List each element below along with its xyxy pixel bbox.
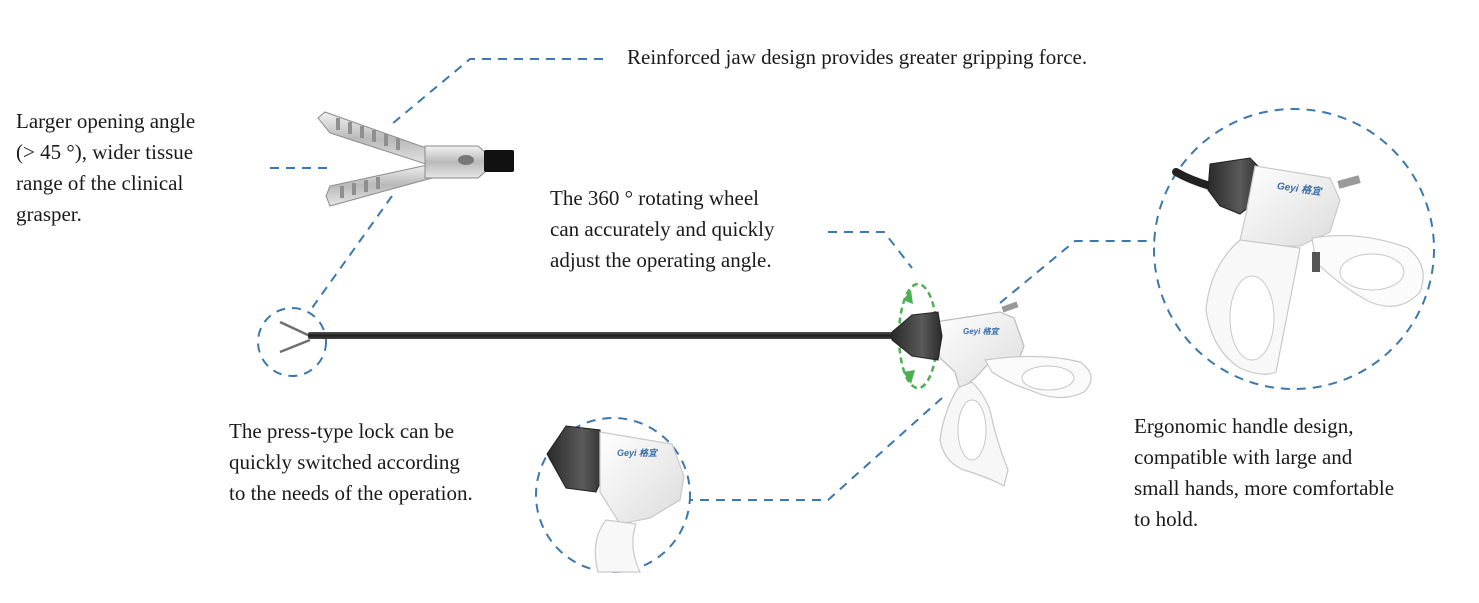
leader-jaw bbox=[391, 58, 603, 125]
tip-highlight-circle bbox=[257, 307, 327, 377]
callout-opening-angle: Larger opening angle (> 45 °), wider tis… bbox=[16, 106, 195, 230]
callout-line: to the needs of the operation. bbox=[229, 481, 473, 505]
callout-line: Reinforced jaw design provides greater g… bbox=[627, 45, 1088, 69]
callout-rotating-wheel: The 360 ° rotating wheel can accurately … bbox=[550, 183, 774, 276]
leader-lines bbox=[257, 58, 1435, 573]
callout-line: range of the clinical bbox=[16, 171, 184, 195]
callout-line: compatible with large and bbox=[1134, 445, 1353, 469]
handle-zoom-circle bbox=[1153, 108, 1435, 390]
brand-logo-main: Geyi 格宜 bbox=[963, 327, 999, 336]
callout-line: adjust the operating angle. bbox=[550, 248, 772, 272]
callout-ergonomic-handle: Ergonomic handle design, compatible with… bbox=[1134, 411, 1394, 535]
callout-line: The 360 ° rotating wheel bbox=[550, 186, 760, 210]
callout-line: Ergonomic handle design, bbox=[1134, 414, 1354, 438]
handle-zoom bbox=[1172, 157, 1424, 375]
tip-jaws bbox=[279, 320, 311, 354]
brand-logo-lock: Geyi 格宜 bbox=[617, 448, 658, 458]
shaft bbox=[308, 332, 900, 339]
callout-press-lock: The press-type lock can be quickly switc… bbox=[229, 416, 473, 509]
jaw-enlarged bbox=[317, 111, 514, 207]
leader-lock bbox=[690, 397, 943, 501]
callout-line: to hold. bbox=[1134, 507, 1199, 531]
leader-wheel bbox=[828, 231, 913, 269]
lock-zoom bbox=[546, 425, 685, 573]
callout-jaw-design: Reinforced jaw design provides greater g… bbox=[627, 42, 1087, 73]
callout-line: grasper. bbox=[16, 202, 82, 226]
rotate-arrow-top-icon bbox=[903, 290, 913, 304]
rotate-arrow-bottom-icon bbox=[903, 370, 915, 384]
callout-line: small hands, more comfortable bbox=[1134, 476, 1395, 500]
leader-handle bbox=[999, 240, 1155, 304]
handle-main bbox=[891, 301, 1092, 487]
callout-line: can accurately and quickly bbox=[550, 217, 775, 241]
callout-line: Larger opening angle bbox=[16, 109, 196, 133]
callout-line: quickly switched according bbox=[229, 450, 460, 474]
callout-line: (> 45 °), wider tissue bbox=[16, 140, 194, 164]
leader-tip bbox=[311, 195, 393, 309]
callout-line: The press-type lock can be bbox=[229, 419, 455, 443]
